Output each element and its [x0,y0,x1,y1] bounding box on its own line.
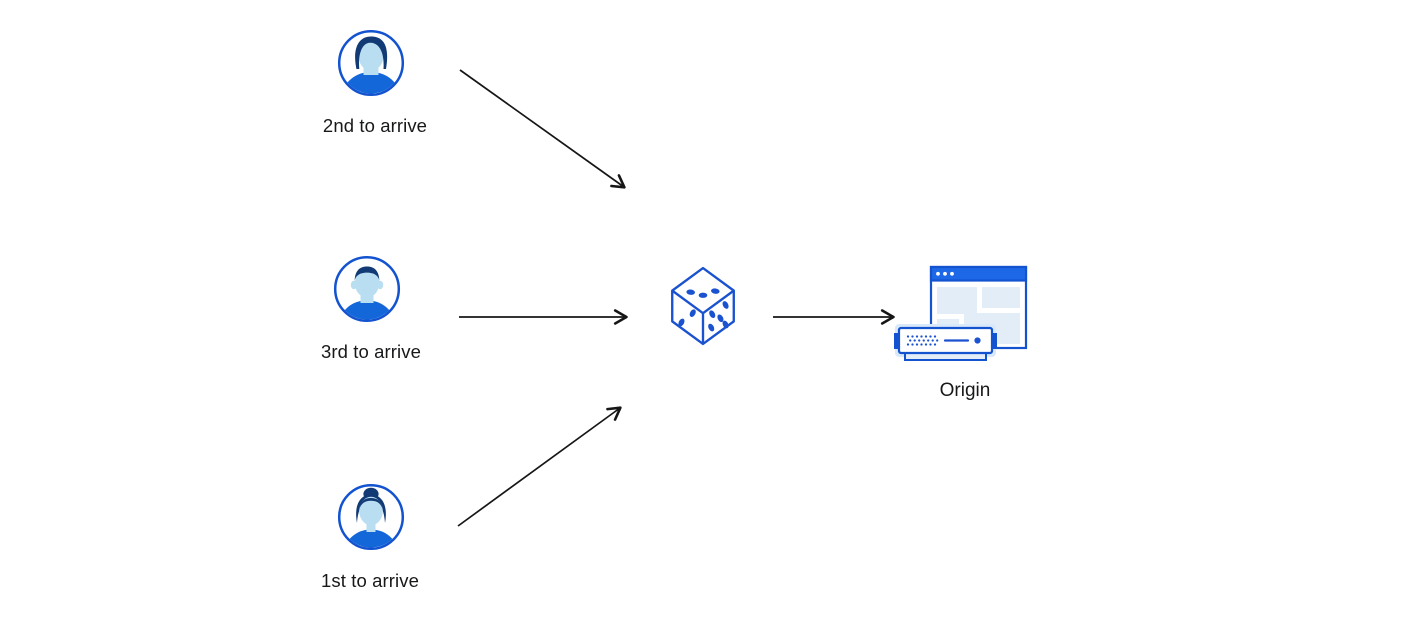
male-avatar-icon [333,255,401,323]
origin-label: Origin [939,380,991,401]
client-bottom-label: 1st to arrive [321,570,419,591]
arrow-client-bottom-to-dice [457,406,622,527]
female-avatar-icon [337,483,405,551]
male-avatar-icon [337,29,405,97]
client-middle-label: 3rd to arrive [320,341,422,362]
dice-icon [671,266,735,346]
origin-server-icon [894,265,1028,361]
client-top-label: 2nd to arrive [322,115,428,136]
arrow-client-top-to-dice [459,69,626,189]
